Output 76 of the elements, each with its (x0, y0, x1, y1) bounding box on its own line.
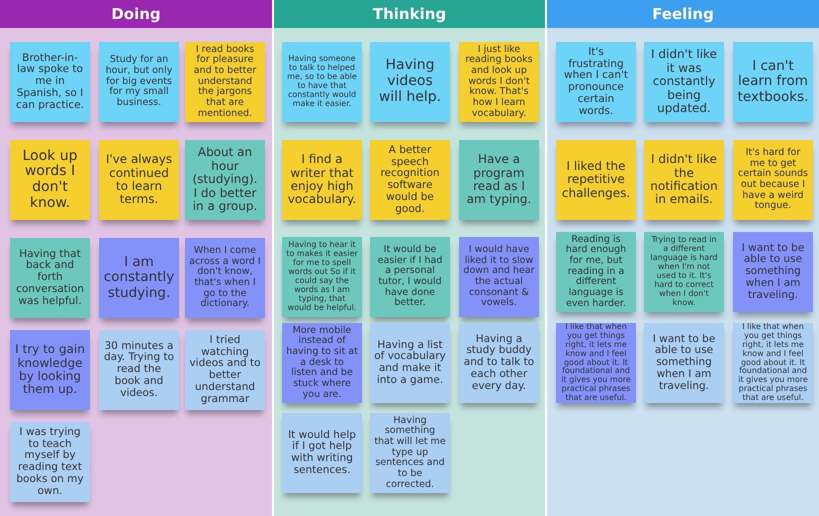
sticky-note (282, 413, 362, 493)
sticky-note (459, 237, 539, 317)
sticky-note (644, 232, 724, 312)
sticky-note (459, 140, 539, 220)
sticky-note (556, 140, 636, 220)
note-text: It's hard for me to get certain sounds out because I have a weird tongue. (737, 148, 809, 212)
sticky-note (644, 323, 724, 403)
column-header: Thinking (274, 0, 545, 28)
sticky-note (370, 237, 450, 317)
note-text: I can't learn from textbooks. (737, 59, 809, 105)
column-panel (547, 0, 819, 516)
note-text: I've always continued to learn terms. (104, 153, 174, 207)
sticky-note (370, 323, 450, 403)
sticky-note (459, 323, 539, 403)
note-text: I would have liked it to slow down and hear the actual consonant & vowels. (463, 245, 535, 309)
sticky-note (10, 140, 90, 220)
sticky-note (644, 42, 724, 122)
sticky-note (733, 140, 813, 220)
column-header: Doing (0, 0, 272, 28)
note-text: It would be easier if I had a personal tutor, I would have done better. (376, 245, 444, 309)
note-text: Study for an hour, but only for big events for my small business. (104, 55, 174, 109)
note-text: I am constantly studying. (103, 255, 175, 301)
sticky-note (556, 42, 636, 122)
sticky-note (733, 42, 813, 122)
note-text: Brother-in-law spoke to me in Spanish, so I can practice. (15, 52, 85, 112)
note-text: Having something that will let me type up sentences and to be corrected. (374, 416, 446, 490)
note-text: I just like reading books and look up words I don't know. That's how I learn vocabulary. (464, 44, 534, 120)
note-text: I was trying to teach myself by reading text books on my own. (15, 426, 85, 498)
note-text: I want to be able to use something when I am traveling. (652, 334, 716, 392)
sticky-note (99, 42, 179, 122)
note-text: Have a program read as I am typing. (466, 153, 532, 207)
sticky-note (99, 238, 179, 318)
sticky-note (556, 232, 636, 312)
note-text: Reading is hard enough for me, but reading in a different language is even harder. (564, 234, 628, 310)
note-text: It's frustrating when I can't pronounce certain words. (563, 46, 629, 118)
sticky-note (10, 238, 90, 318)
sticky-note (282, 42, 362, 122)
column-panel (0, 0, 272, 516)
note-text: About an hour (studying). I do better in a group. (191, 146, 258, 214)
note-text: Trying to read in a different language is hard when I'm not used to it. It's hard to correct when I don't know. (650, 236, 718, 308)
sticky-note (370, 42, 450, 122)
column-panel (274, 0, 545, 516)
note-text: When I come across a word I don't know, that's when I go to the dictionary. (189, 246, 261, 310)
note-text: Having that back and forth conversation was helpful. (15, 248, 85, 308)
sticky-note (99, 330, 179, 410)
sticky-note (370, 140, 450, 220)
sticky-note (99, 140, 179, 220)
sticky-note (10, 42, 90, 122)
note-text: I want to be able to use something when I am traveling. (740, 242, 806, 302)
note-text: I like that when you get things right, it lets me know and I feel good about it. It foundational and it gives you more practical phrases that are useful. (737, 322, 809, 404)
sticky-note (282, 140, 362, 220)
column-header: Feeling (547, 0, 819, 28)
note-text: Having someone to talk to helped me, so to be able to have that constantly would make it easier. (286, 55, 358, 109)
note-text: I read books for pleasure and to better understand the jargons that are mentioned. (192, 44, 258, 120)
note-text: It would help if I got help with writing sentences. (287, 430, 357, 476)
note-text: I didn't like it was constantly being updated. (650, 48, 718, 116)
note-text: A better speech recognition software would be good. (379, 144, 441, 216)
note-text: I like that when you get things right, it lets me know and I feel good about it. It foundational and it gives you more practical phrases that are useful. (560, 322, 632, 404)
sticky-note (185, 140, 265, 220)
sticky-note (10, 330, 90, 410)
note-text: Look up words I don't know. (21, 148, 78, 212)
note-text: I liked the repetitive challenges. (560, 160, 632, 200)
note-text: I try to gain knowledge by looking them up. (14, 343, 86, 397)
sticky-note (185, 42, 265, 122)
sticky-note (644, 140, 724, 220)
note-text: I tried watching videos and to better understand grammar (189, 334, 261, 406)
note-text: I didn't like the notification in emails. (649, 153, 719, 207)
note-text: Having videos will help. (378, 58, 442, 106)
sticky-note (733, 232, 813, 312)
note-text: Having a study buddy and to talk to each other every day. (463, 334, 535, 392)
note-text: Having a list of vocabulary and make it into a game. (374, 340, 446, 386)
note-text: More mobile instead of having to sit at a desk to listen and be stuck where you are. (286, 326, 358, 400)
note-text: 30 minutes a day. Trying to read the book and videos. (103, 340, 175, 400)
sticky-note (185, 238, 265, 318)
note-text: Having to hear it to makes it easier for me to spell words out So if it could say the words as I am typing, that would be helpful. (286, 241, 358, 313)
note-text: I find a writer that enjoy high vocabulary. (286, 153, 358, 207)
